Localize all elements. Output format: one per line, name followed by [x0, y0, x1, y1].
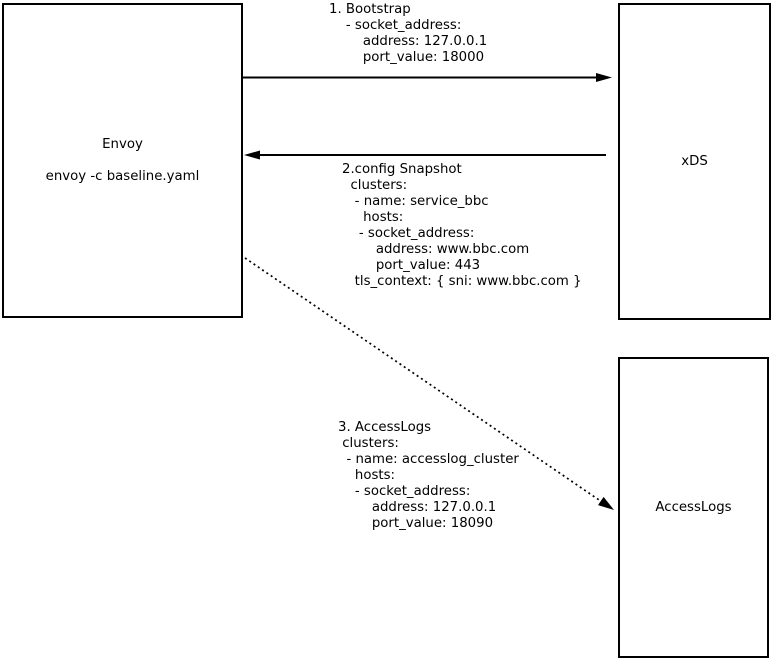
bootstrap-arrowhead-icon [596, 73, 612, 82]
message-label-bootstrap: 1. Bootstrap - socket_address: address: … [329, 2, 488, 65]
bootstrap-arrow [243, 73, 612, 82]
node-envoy-subtitle: envoy -c baseline.yaml [45, 168, 200, 184]
node-accesslogs-title: AccessLogs [655, 499, 732, 515]
node-xds-title: xDS [681, 153, 708, 169]
message-label-config-snapshot: 2.config Snapshot clusters: - name: serv… [342, 162, 582, 289]
node-accesslogs: AccessLogs [618, 357, 769, 658]
accesslogs-arrowhead-icon [598, 496, 614, 510]
message-label-accesslogs: 3. AccessLogs clusters: - name: accesslo… [338, 420, 519, 531]
node-envoy-title: Envoy [102, 136, 143, 152]
config-snapshot-arrowhead-icon [244, 150, 260, 160]
node-xds: xDS [618, 3, 771, 320]
config-snapshot-arrow [244, 150, 606, 160]
node-envoy: Envoy envoy -c baseline.yaml [2, 3, 243, 318]
